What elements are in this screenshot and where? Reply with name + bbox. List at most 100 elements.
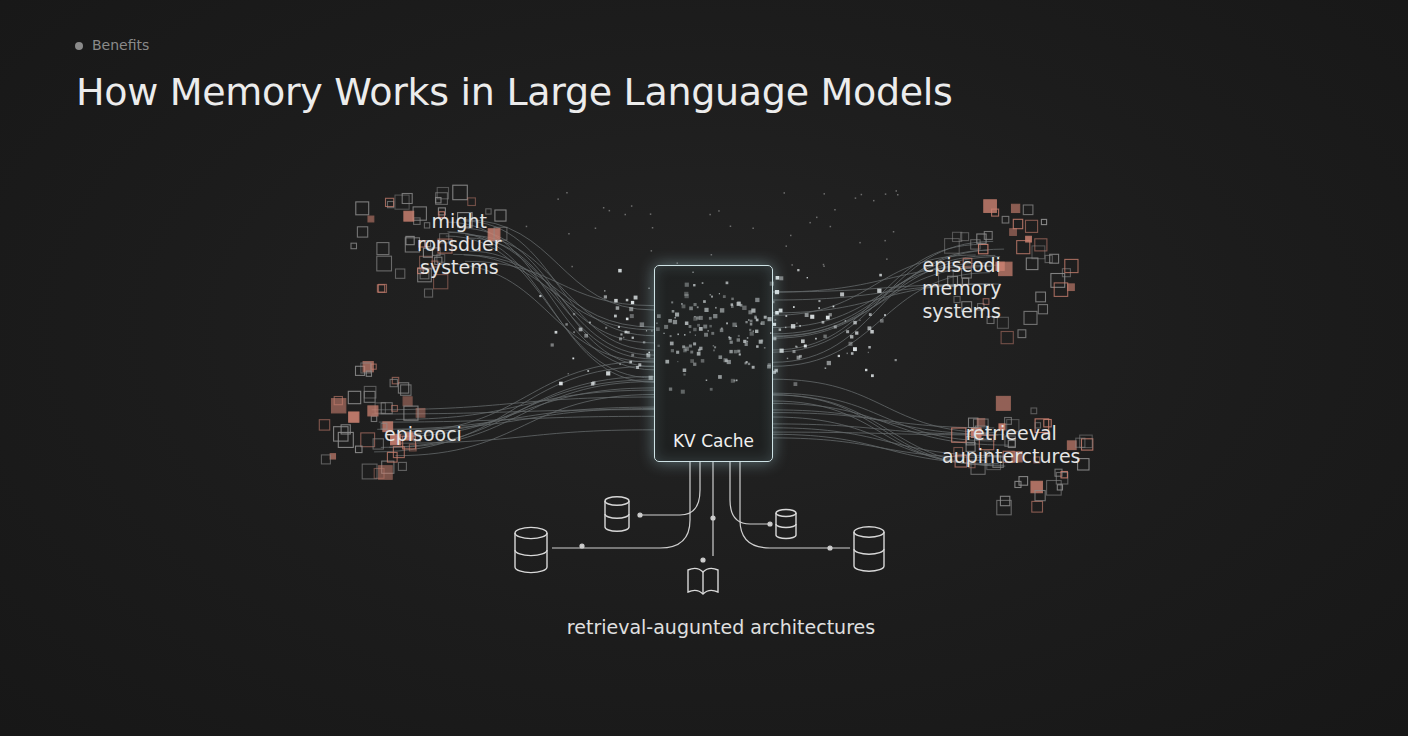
particle xyxy=(579,328,583,332)
cluster-square xyxy=(404,211,414,221)
cluster-square xyxy=(377,256,392,271)
particle xyxy=(873,200,875,202)
cluster-square xyxy=(356,446,363,453)
cluster-square xyxy=(1032,501,1043,512)
particle xyxy=(595,228,597,230)
particle xyxy=(897,194,899,196)
particle xyxy=(775,311,779,315)
particle xyxy=(568,233,570,235)
cluster-square xyxy=(1047,481,1062,496)
particle xyxy=(631,301,634,304)
particle xyxy=(625,331,628,334)
particle xyxy=(797,356,801,360)
particle xyxy=(526,226,528,228)
particle xyxy=(773,323,776,326)
particle xyxy=(773,337,776,340)
cluster-square xyxy=(361,433,375,447)
cluster-square xyxy=(1010,229,1017,236)
particle xyxy=(632,337,634,339)
particle xyxy=(877,289,881,293)
cluster-square xyxy=(1068,284,1075,291)
cache-box: KV Cache xyxy=(654,265,773,462)
cluster-square xyxy=(436,198,441,203)
particle xyxy=(605,327,607,329)
particle xyxy=(648,352,650,354)
particle xyxy=(785,315,787,317)
cluster-square xyxy=(377,243,389,255)
cluster-square xyxy=(468,198,476,206)
particle xyxy=(627,331,630,334)
cluster-square xyxy=(495,210,506,221)
particle xyxy=(779,276,783,280)
particle xyxy=(823,266,825,268)
particle xyxy=(785,327,786,328)
particle xyxy=(784,192,786,194)
bottom-wires xyxy=(552,462,850,562)
cluster-square xyxy=(321,455,330,464)
particle xyxy=(855,331,858,334)
particle xyxy=(614,299,618,303)
caption-label: retrieval-augunted architectures xyxy=(567,616,875,638)
particle xyxy=(833,306,835,308)
book-icon xyxy=(688,568,718,594)
particle xyxy=(804,345,807,348)
particle xyxy=(571,266,573,268)
cluster-square xyxy=(338,432,353,447)
particle xyxy=(801,339,805,343)
cluster-square xyxy=(371,416,376,421)
particle xyxy=(779,309,783,313)
cluster-square xyxy=(1024,311,1037,324)
flow-line xyxy=(374,366,654,452)
particle xyxy=(884,240,886,242)
particle xyxy=(840,292,844,296)
particle xyxy=(539,295,541,297)
particle xyxy=(651,330,652,331)
particle xyxy=(636,366,639,369)
cluster-square xyxy=(1001,332,1013,344)
cluster-square xyxy=(1026,220,1038,232)
particle xyxy=(818,300,820,302)
particle xyxy=(647,353,649,355)
particle xyxy=(568,373,569,374)
cluster-square xyxy=(977,234,986,243)
particle xyxy=(859,242,861,244)
particle xyxy=(805,313,809,317)
cluster-square xyxy=(1026,258,1038,270)
database-band xyxy=(515,550,547,556)
particle xyxy=(793,350,796,353)
flow-line xyxy=(372,397,654,410)
cluster-square xyxy=(364,391,375,402)
particle xyxy=(868,346,871,349)
flow-line xyxy=(773,379,996,433)
particle xyxy=(846,330,849,333)
particle xyxy=(855,197,857,199)
database-top xyxy=(854,527,884,538)
particle xyxy=(551,343,554,346)
cluster-square xyxy=(424,223,429,228)
particle xyxy=(885,193,887,195)
cluster-square xyxy=(366,371,371,376)
particle xyxy=(786,245,788,247)
particle xyxy=(796,323,797,324)
particle xyxy=(638,363,641,366)
particle xyxy=(869,313,872,316)
particle xyxy=(573,331,575,333)
particle xyxy=(780,349,784,353)
cluster-square xyxy=(1057,485,1062,490)
cluster-square xyxy=(1015,481,1021,487)
cluster-square xyxy=(1054,283,1068,297)
cluster-square xyxy=(390,379,397,386)
particle xyxy=(871,374,874,377)
particle xyxy=(809,222,811,224)
flow-line xyxy=(396,390,654,419)
cluster-square xyxy=(373,439,383,449)
particle xyxy=(879,274,882,277)
particle xyxy=(619,364,620,365)
particle xyxy=(626,318,629,321)
cluster-square xyxy=(953,232,962,241)
flow-line xyxy=(773,432,998,435)
particle xyxy=(614,315,617,318)
flow-line xyxy=(372,410,654,414)
particle xyxy=(643,341,645,343)
database-band xyxy=(605,514,629,518)
